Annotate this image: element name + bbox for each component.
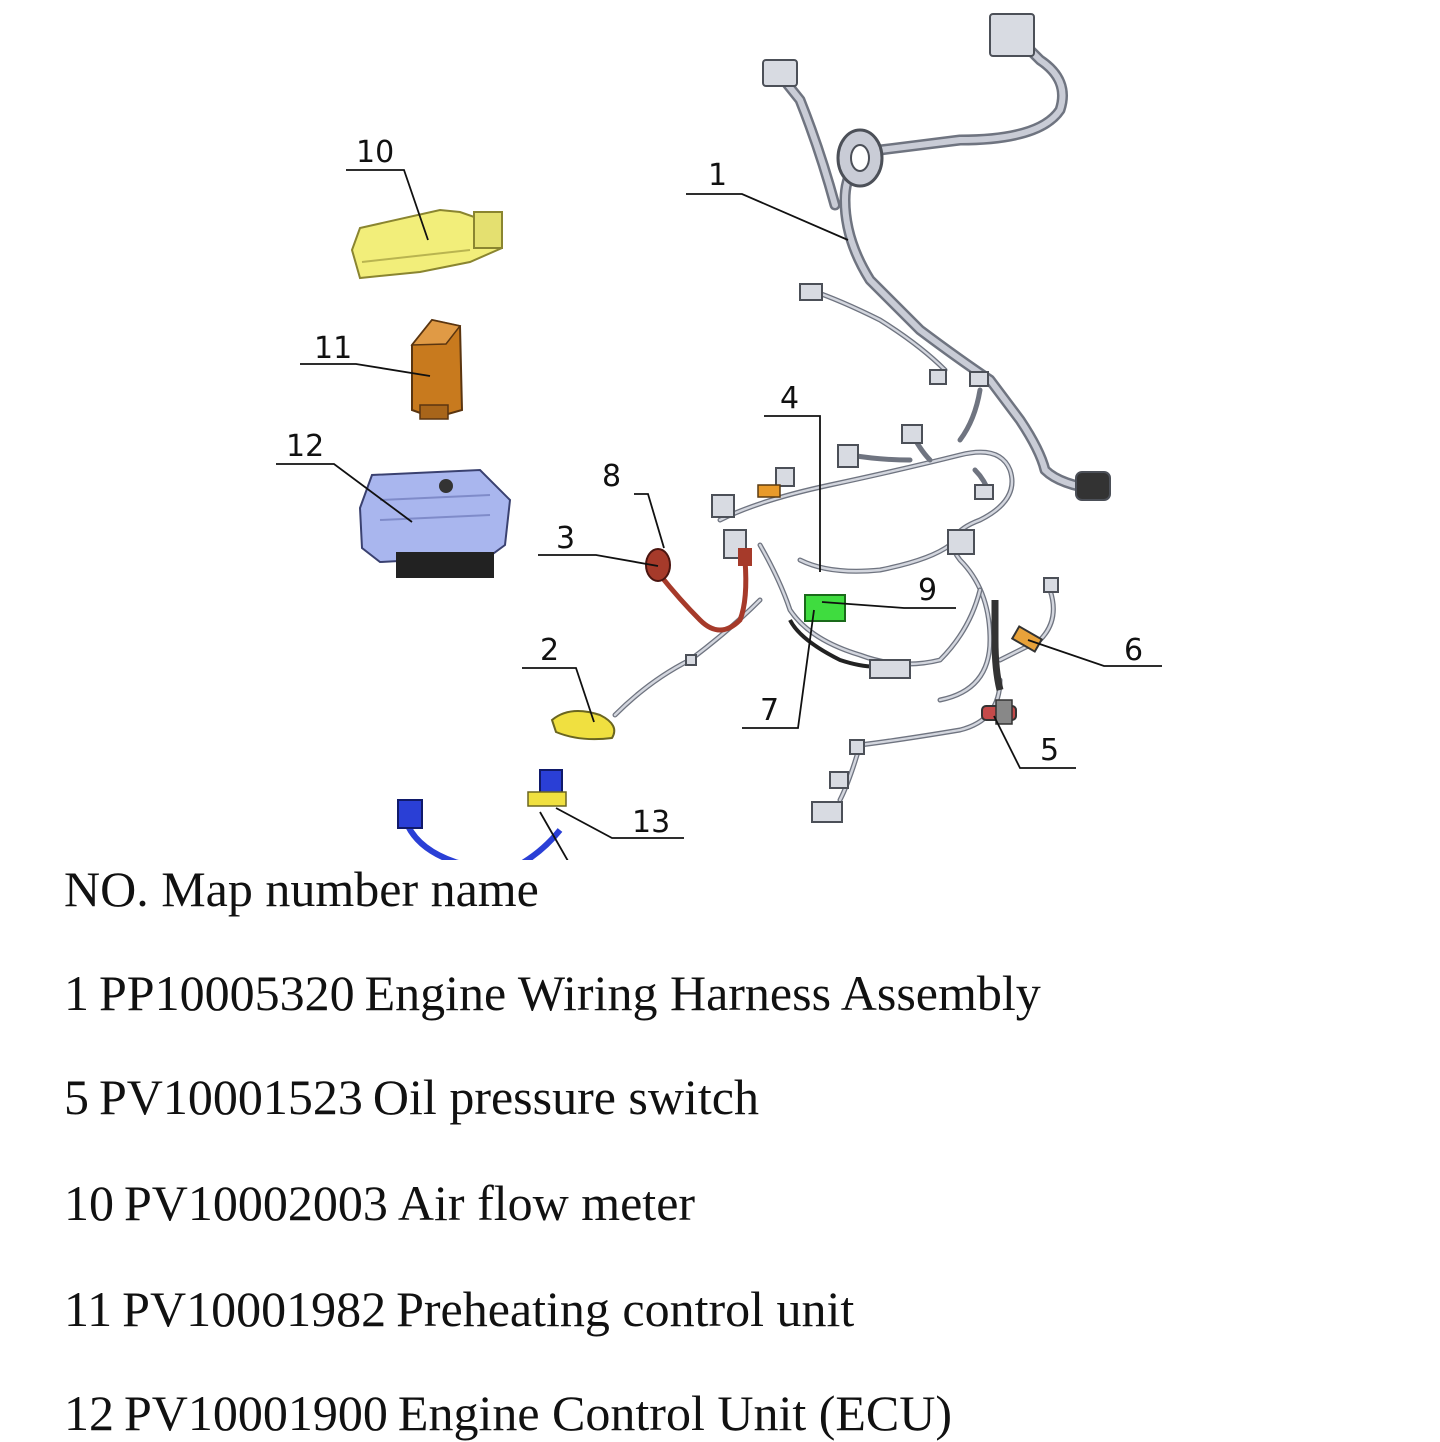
oil-pressure-switch <box>981 699 1017 725</box>
green-part <box>804 594 846 622</box>
svg-text:7: 7 <box>760 693 779 728</box>
callout-4: 4 <box>764 381 821 572</box>
callout-5: 5 <box>993 715 1076 769</box>
row-map-number: PP10005320 <box>99 965 355 1021</box>
row-name: Engine Wiring Harness Assembly <box>364 965 1041 1021</box>
svg-text:6: 6 <box>1124 633 1143 668</box>
engine-wiring-harness <box>612 13 1111 823</box>
callout-3: 3 <box>538 521 659 567</box>
red-sensor-wire <box>645 548 752 633</box>
row-no: 5 <box>64 1069 89 1125</box>
row-no: 10 <box>64 1175 114 1231</box>
row-no: 1 <box>64 965 89 1021</box>
callout-11: 11 <box>300 331 431 377</box>
svg-text:4: 4 <box>780 381 799 416</box>
callout-14: 14 <box>539 811 569 860</box>
svg-text:1: 1 <box>708 158 727 193</box>
callout-6: 6 <box>1027 633 1162 668</box>
row-name: Oil pressure switch <box>372 1069 759 1125</box>
table-header: NO. Map number name <box>64 861 539 917</box>
callout-2: 2 <box>522 633 595 723</box>
callout-7: 7 <box>742 609 815 729</box>
svg-text:3: 3 <box>556 521 575 556</box>
callout-13: 13 <box>555 805 684 840</box>
svg-text:5: 5 <box>1040 733 1059 768</box>
row-name: Air flow meter <box>397 1175 696 1231</box>
svg-text:10: 10 <box>356 135 394 170</box>
wiring-harness-diagram: 1 2 3 4 5 6 7 8 9 10 11 12 <box>276 13 1162 860</box>
svg-text:8: 8 <box>602 459 621 494</box>
preheating-control-unit <box>410 318 464 420</box>
callout-10: 10 <box>346 135 429 241</box>
row-map-number: PV10001523 <box>99 1069 363 1125</box>
blue-cable <box>397 769 567 860</box>
row-no: 12 <box>64 1385 114 1441</box>
svg-text:2: 2 <box>540 633 559 668</box>
svg-text:12: 12 <box>286 429 324 464</box>
svg-text:13: 13 <box>632 805 670 840</box>
row-name: Preheating control unit <box>396 1281 855 1337</box>
svg-text:9: 9 <box>918 573 937 608</box>
callout-9: 9 <box>821 573 956 609</box>
row-name: Engine Control Unit (ECU) <box>397 1385 953 1441</box>
svg-text:11: 11 <box>314 331 352 366</box>
callout-12: 12 <box>276 429 413 523</box>
row-map-number: PV10001982 <box>122 1281 387 1337</box>
callout-1: 1 <box>686 158 849 241</box>
air-flow-meter <box>350 208 504 280</box>
row-map-number: PV10002003 <box>124 1175 388 1231</box>
engine-control-unit <box>358 468 512 578</box>
yellow-sensor <box>550 710 616 741</box>
sensor-6 <box>1010 625 1044 653</box>
callout-8: 8 <box>602 459 665 549</box>
row-no: 11 <box>64 1281 113 1337</box>
row-map-number: PV10001900 <box>124 1385 388 1441</box>
